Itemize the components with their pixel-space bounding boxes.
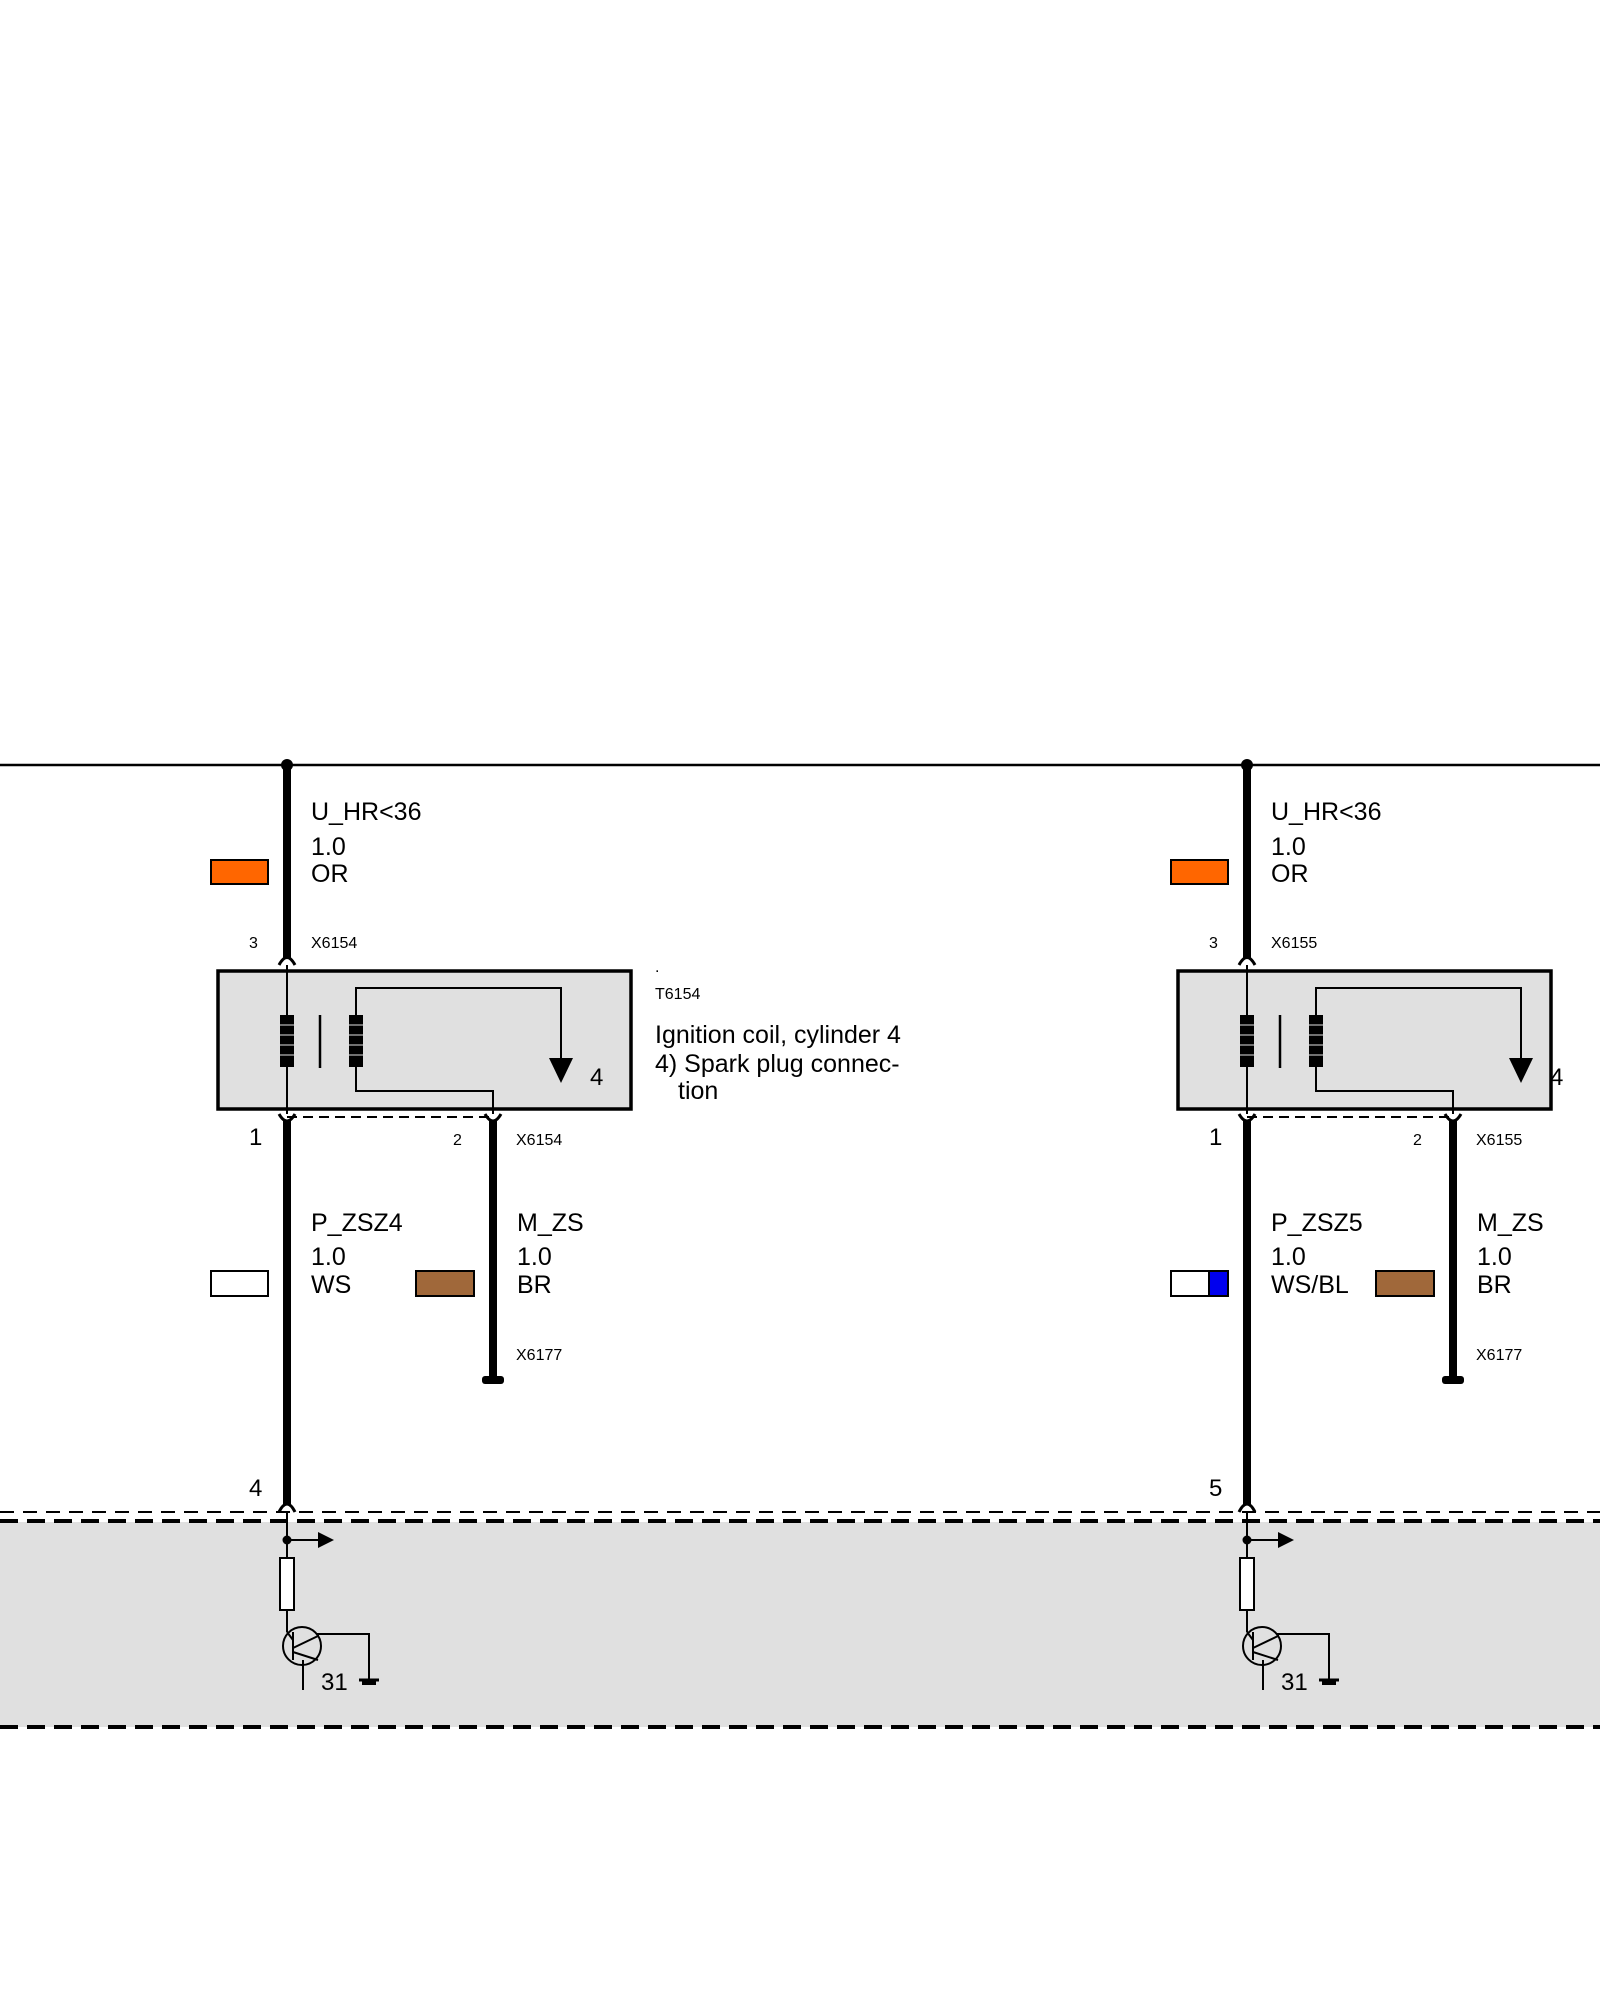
output-pin-right: 2	[1413, 1132, 1422, 1149]
ground-terminal-icon	[1442, 1376, 1464, 1384]
connector-bump-icon	[1237, 956, 1257, 966]
component-dot: .	[655, 959, 659, 976]
ecu-pin: 5	[1209, 1475, 1222, 1502]
ignition-coil-box	[216, 969, 633, 1111]
ground-icon	[1319, 1678, 1339, 1685]
signal-wire-name: P_ZSZ4	[311, 1209, 403, 1237]
circuit-cylinder-5: U_HR<36 1.0 OR 3 X6155 4 1 2 X6155 P_ZSZ…	[1170, 759, 1563, 1696]
output-pin-right: 2	[453, 1132, 462, 1149]
spark-arrow-icon	[549, 1058, 573, 1083]
ground-icon	[359, 1678, 379, 1685]
secondary-coil-icon	[349, 1015, 363, 1067]
ground-wire-size: 1.0	[1477, 1243, 1512, 1271]
signal-wire-size: 1.0	[1271, 1243, 1306, 1271]
ground-terminal-icon	[482, 1376, 504, 1384]
connector-bump-icon	[277, 956, 297, 966]
ground-wire-color: BR	[1477, 1271, 1512, 1299]
ground-id: X6177	[1476, 1347, 1522, 1364]
ecu-terminal: 31	[1281, 1669, 1308, 1696]
connector-bump-icon	[1237, 1502, 1257, 1513]
output-arrow-icon	[1278, 1532, 1294, 1548]
secondary-return-wire	[1315, 1067, 1454, 1114]
spark-pin: 4	[590, 1064, 603, 1091]
supply-connector-id: X6154	[311, 935, 357, 952]
component-description-line-1: Ignition coil, cylinder 4	[655, 1021, 901, 1049]
ecu-terminal: 31	[321, 1669, 348, 1696]
wire-color-swatch-supply	[1170, 859, 1229, 885]
component-id: T6154	[655, 986, 700, 1003]
secondary-hv-wire	[355, 987, 562, 1058]
wire-color-swatch-ground	[1375, 1270, 1435, 1297]
connector-bump-icon	[483, 1113, 503, 1123]
output-pin-left: 1	[249, 1124, 262, 1151]
wire-color-swatch-signal	[210, 1270, 269, 1297]
ground-id: X6177	[516, 1347, 562, 1364]
output-connector-id: X6154	[516, 1132, 562, 1149]
signal-wire-size: 1.0	[311, 1243, 346, 1271]
wire-color-swatch-signal-stripe	[1209, 1272, 1227, 1295]
ground-wire-name: M_ZS	[517, 1209, 584, 1237]
component-description-line-3: tion	[678, 1077, 718, 1105]
circuit-cylinder-4: U_HR<36 1.0 OR 3 X6154 4 1 2 X6154 P_ZSZ…	[210, 759, 633, 1696]
wire-color-swatch-ground	[415, 1270, 475, 1297]
supply-wire-name: U_HR<36	[1271, 798, 1381, 826]
secondary-coil-icon	[1309, 1015, 1323, 1067]
wire-color-swatch-supply	[210, 859, 269, 885]
primary-coil-icon	[1240, 1015, 1254, 1067]
resistor-icon	[1239, 1557, 1255, 1611]
supply-wire-color: OR	[1271, 860, 1309, 888]
signal-wire-color: WS	[311, 1271, 351, 1299]
supply-connector-id: X6155	[1271, 935, 1317, 952]
connector-bump-icon	[1443, 1113, 1463, 1123]
supply-wire-name: U_HR<36	[311, 798, 421, 826]
component-description-line-2: 4) Spark plug connec-	[655, 1050, 900, 1078]
supply-pin: 3	[249, 935, 258, 952]
ground-wire-size: 1.0	[517, 1243, 552, 1271]
output-pin-left: 1	[1209, 1124, 1222, 1151]
output-connector-id: X6155	[1476, 1132, 1522, 1149]
supply-wire-size: 1.0	[1271, 833, 1306, 861]
spark-arrow-icon	[1509, 1058, 1533, 1083]
supply-wire-color: OR	[311, 860, 349, 888]
output-arrow-icon	[318, 1532, 334, 1548]
ecu-pin: 4	[249, 1475, 262, 1502]
spark-pin: 4	[1550, 1064, 1563, 1091]
ignition-coil-box	[1176, 969, 1553, 1111]
ecu-region	[0, 1522, 1600, 1727]
signal-wire-name: P_ZSZ5	[1271, 1209, 1363, 1237]
resistor-icon	[279, 1557, 295, 1611]
connector-bump-icon	[277, 1502, 297, 1513]
ground-wire-color: BR	[517, 1271, 552, 1299]
supply-wire-size: 1.0	[311, 833, 346, 861]
ground-wire-name: M_ZS	[1477, 1209, 1544, 1237]
supply-pin: 3	[1209, 935, 1218, 952]
secondary-return-wire	[355, 1067, 494, 1114]
signal-wire-color: WS/BL	[1271, 1271, 1349, 1299]
secondary-hv-wire	[1315, 987, 1522, 1058]
primary-coil-icon	[280, 1015, 294, 1067]
